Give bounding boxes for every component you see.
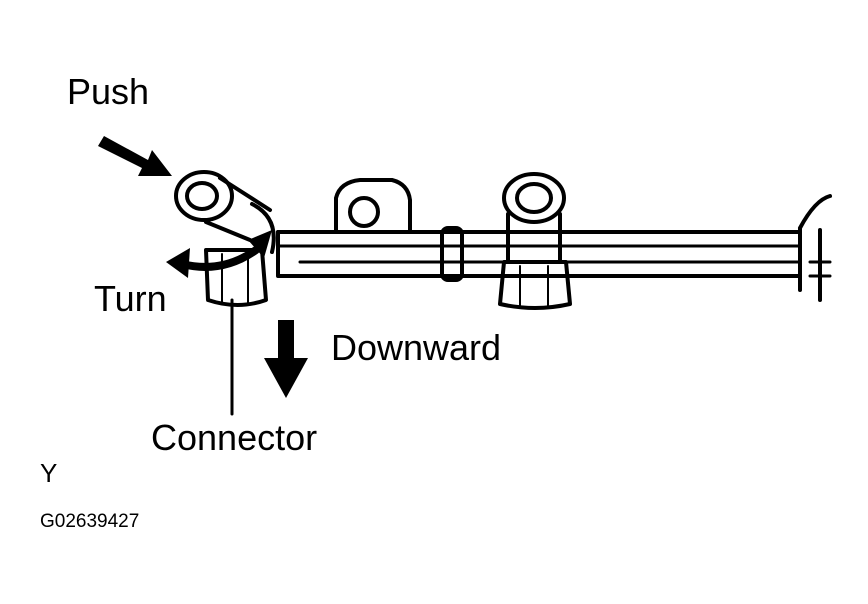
push-arrow-icon <box>98 136 172 176</box>
injector-left <box>174 170 276 307</box>
view-letter-label: Y <box>40 458 58 488</box>
connector-label: Connector <box>151 417 318 458</box>
push-label: Push <box>67 71 150 112</box>
turn-arrow-icon <box>166 230 272 278</box>
injector-middle <box>498 172 572 310</box>
turn-label: Turn <box>94 278 167 319</box>
figure-code-label: G02639427 <box>40 511 140 532</box>
downward-arrow-icon <box>264 320 308 398</box>
downward-label: Downward <box>331 327 502 368</box>
fuel-delivery-pipe <box>276 178 832 302</box>
